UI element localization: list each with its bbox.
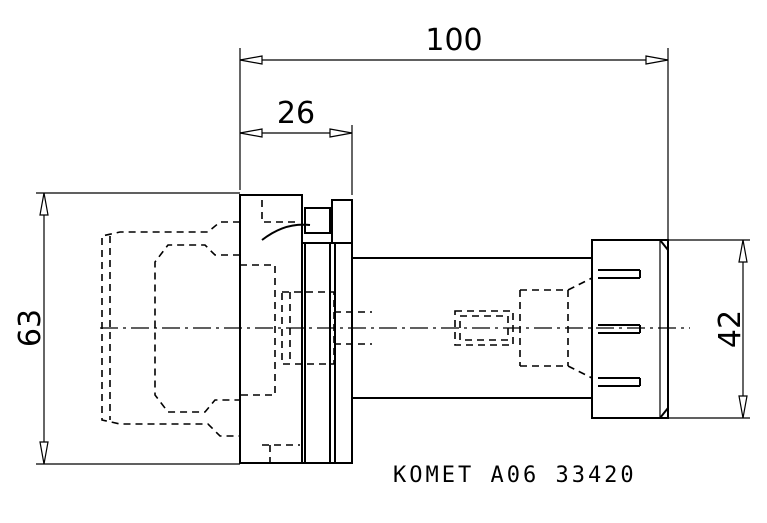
flange-collar — [301, 242, 353, 464]
dimension-overall-length: 100 — [239, 23, 669, 240]
flange-block — [239, 194, 303, 464]
dimension-nut-diameter: 42 — [668, 239, 750, 419]
part-number-caption: KOMET A06 33420 — [393, 463, 637, 488]
hidden-features — [101, 200, 593, 462]
dimension-shank-diameter: 63 — [13, 192, 240, 465]
dimension-label-63: 63 — [13, 309, 48, 347]
clamping-nut — [591, 239, 669, 419]
dimension-label-26: 26 — [277, 96, 315, 131]
dimension-flange-length: 26 — [239, 96, 353, 195]
dimension-label-42: 42 — [713, 310, 748, 348]
tool-body — [239, 194, 669, 464]
dimension-label-100: 100 — [425, 23, 482, 58]
